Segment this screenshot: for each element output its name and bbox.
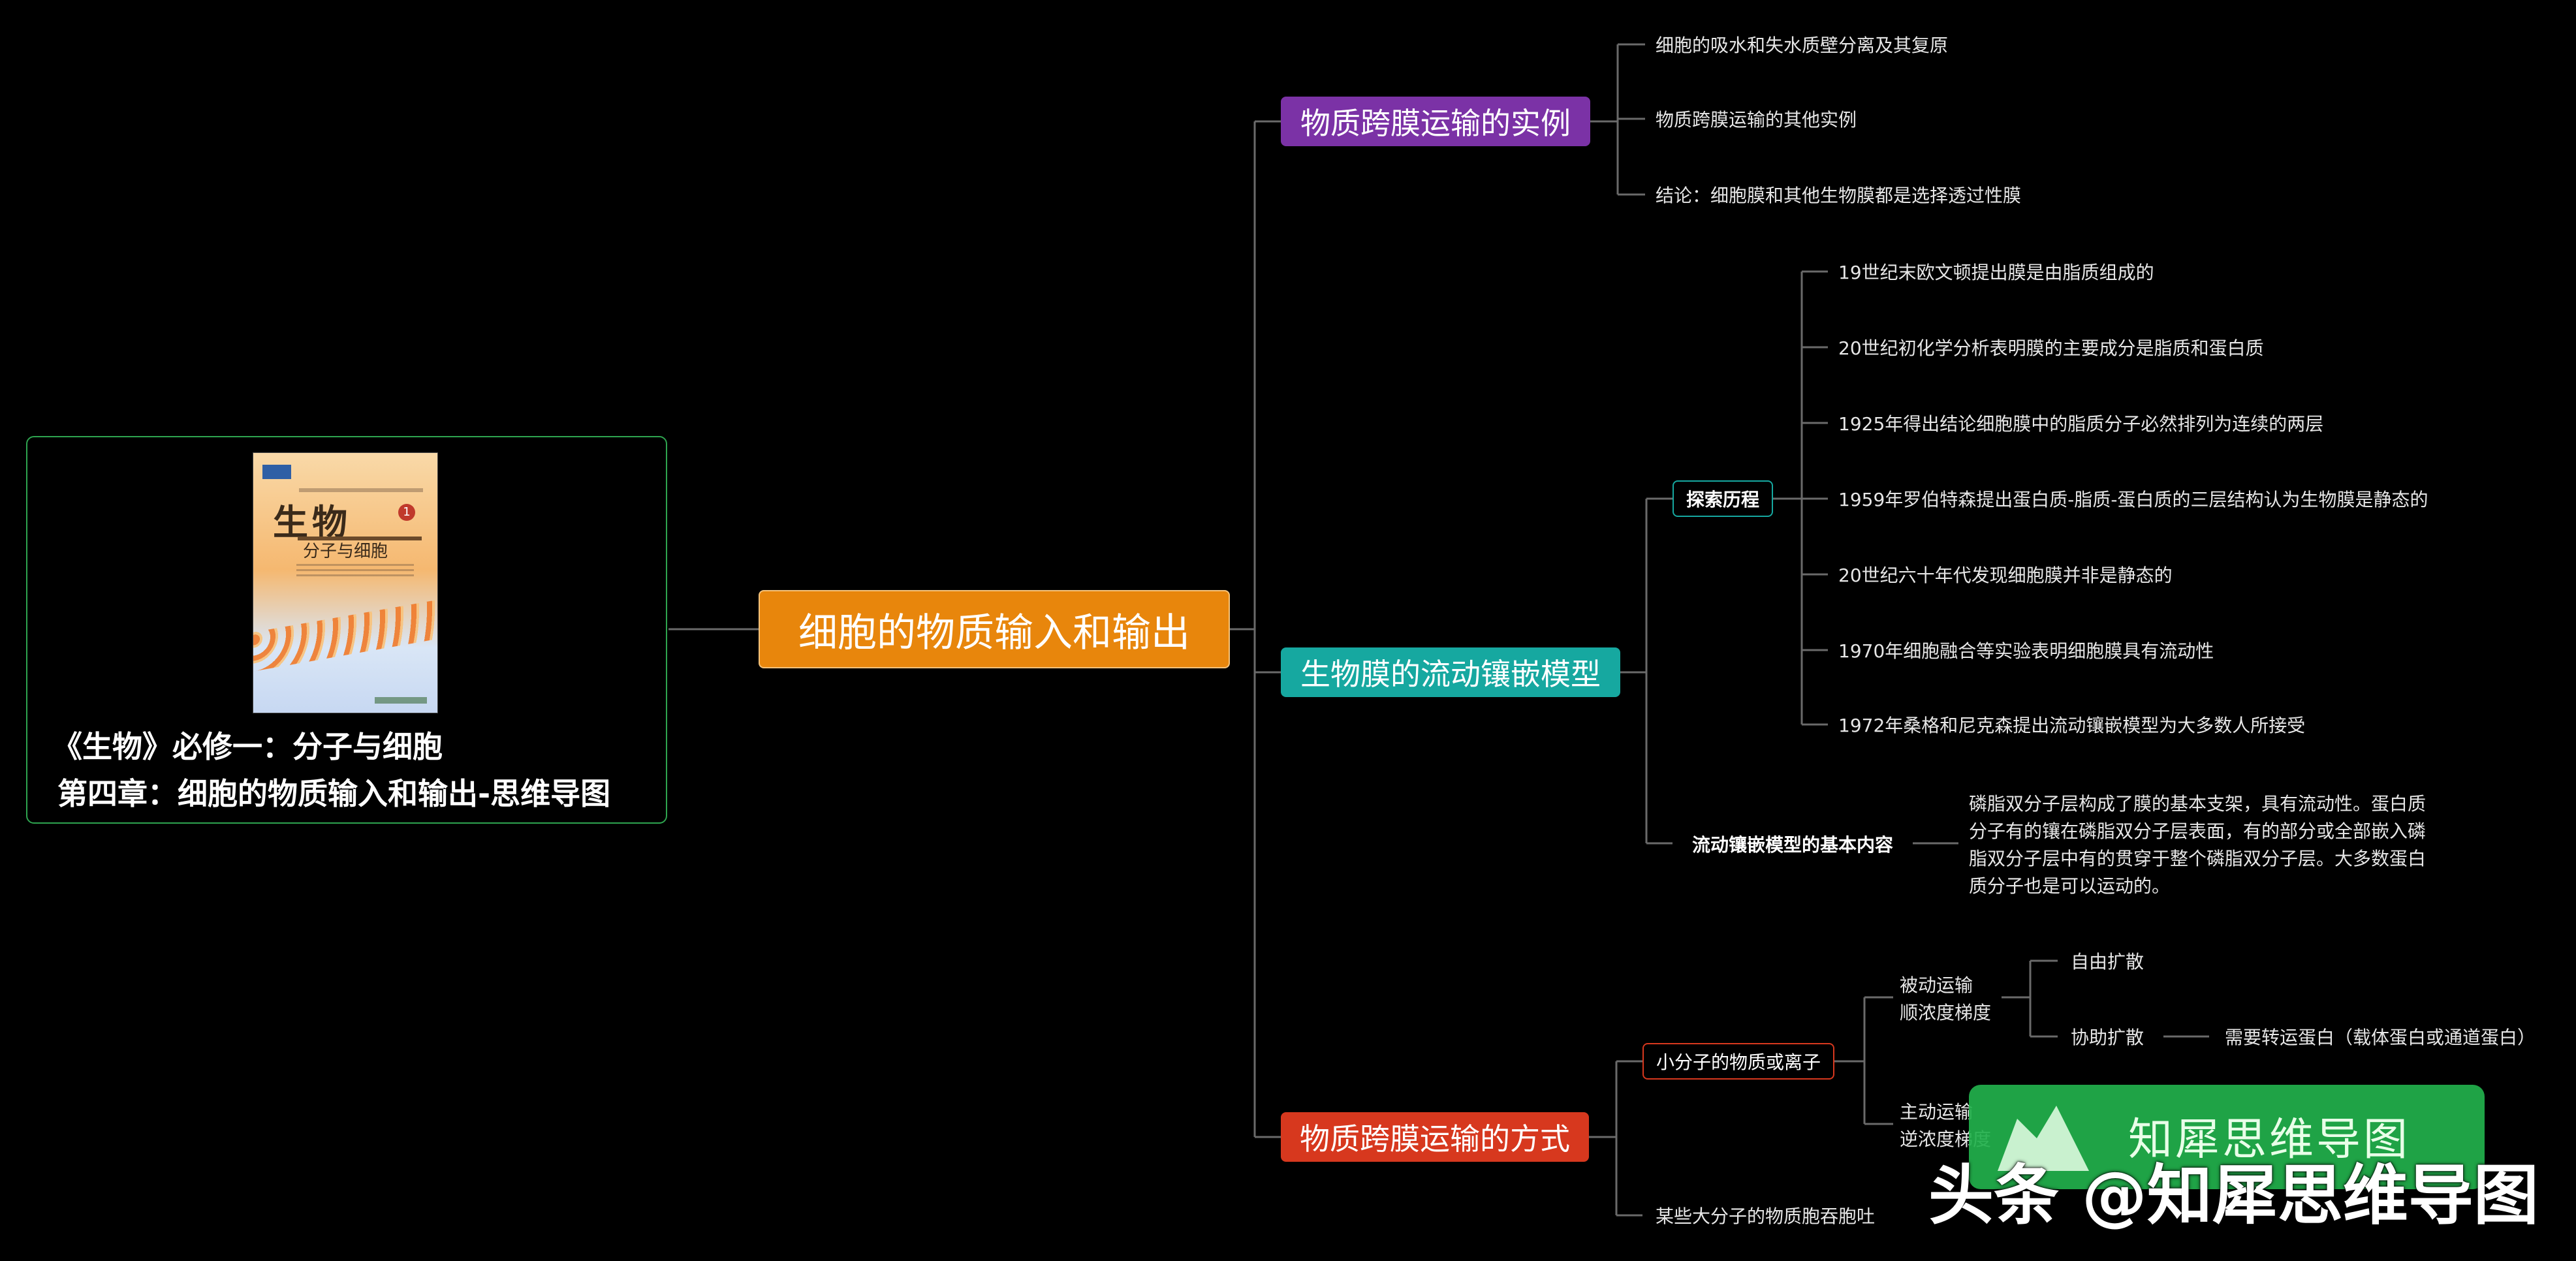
sub-exploration-history[interactable]: 探索历程 [1673,480,1773,517]
active-transport-line1: 主动运输 [1900,1101,1973,1123]
cover-publisher-tag [262,465,291,479]
cover-volume-badge: 1 [398,504,415,521]
model-content-line2: 分子有的镶在磷脂双分子层表面，有的部分或全部嵌入磷 [1969,820,2427,842]
cover-membrane-illustration [253,599,437,673]
passive-transport-line1: 被动运输 [1900,974,1973,996]
cover-subtitle: 分子与细胞 [303,542,388,561]
cover-card [26,436,667,824]
branch-transport-examples[interactable]: 物质跨膜运输的实例 [1281,97,1590,146]
branch-fluid-mosaic-model[interactable]: 生物膜的流动镶嵌模型 [1281,647,1620,697]
leaf-facilitated-diffusion: 协助扩散 [2071,1027,2144,1048]
sub-model-content[interactable]: 流动镶嵌模型的基本内容 [1691,834,1893,856]
card-title-line2: 第四章：细胞的物质输入和输出-思维导图 [57,776,611,811]
leaf-history-4: 1959年罗伯特森提出蛋白质-脂质-蛋白质的三层结构认为生物膜是静态的 [1838,489,2428,510]
leaf-transport-protein-note: 需要转运蛋白（载体蛋白或通道蛋白） [2225,1027,2536,1048]
leaf-conclusion: 结论：细胞膜和其他生物膜都是选择透过性膜 [1656,185,2022,206]
cover-publisher-mark [375,697,427,704]
card-title-line1: 《生物》必修一：分子与细胞 [52,729,443,764]
leaf-other-examples: 物质跨膜运输的其他实例 [1656,109,1857,131]
leaf-endo-exocytosis: 某些大分子的物质胞吞胞吐 [1656,1206,1876,1227]
cover-rule [298,537,422,540]
passive-transport-line2: 顺浓度梯度 [1900,1002,1992,1023]
source-credit: 头条 @知犀思维导图 [1928,1157,2539,1234]
branch-transport-methods[interactable]: 物质跨膜运输的方式 [1281,1112,1589,1162]
model-content-line4: 质分子也是可以运动的。 [1969,875,2171,897]
model-content-line3: 脂双分子层中有的贯穿于整个磷脂双分子层。大多数蛋白 [1969,848,2427,869]
textbook-cover-image: 生物 1 分子与细胞 [253,453,437,713]
leaf-history-1: 19世纪末欧文顿提出膜是由脂质组成的 [1838,262,2154,283]
rhino-logo-icon [1998,1106,2089,1171]
root-topic[interactable]: 细胞的物质输入和输出 [759,590,1230,668]
leaf-history-2: 20世纪初化学分析表明膜的主要成分是脂质和蛋白质 [1838,337,2264,359]
cover-title: 生物 [273,501,351,543]
leaf-free-diffusion: 自由扩散 [2071,951,2144,973]
watermark-text: 知犀思维导图 [2128,1114,2411,1166]
leaf-history-7: 1972年桑格和尼克森提出流动镶嵌模型为大多数人所接受 [1838,715,2306,736]
cover-series-line [299,488,423,492]
leaf-history-6: 1970年细胞融合等实验表明细胞膜具有流动性 [1838,640,2214,662]
leaf-history-5: 20世纪六十年代发现细胞膜并非是静态的 [1838,565,2173,586]
sub-small-molecules[interactable]: 小分子的物质或离子 [1642,1043,1834,1080]
leaf-water-absorption: 细胞的吸水和失水质壁分离及其复原 [1656,35,1949,56]
cover-fine-print [296,564,414,578]
leaf-history-3: 1925年得出结论细胞膜中的脂质分子必然排列为连续的两层 [1838,413,2324,435]
model-content-line1: 磷脂双分子层构成了膜的基本支架，具有流动性。蛋白质 [1969,793,2427,815]
